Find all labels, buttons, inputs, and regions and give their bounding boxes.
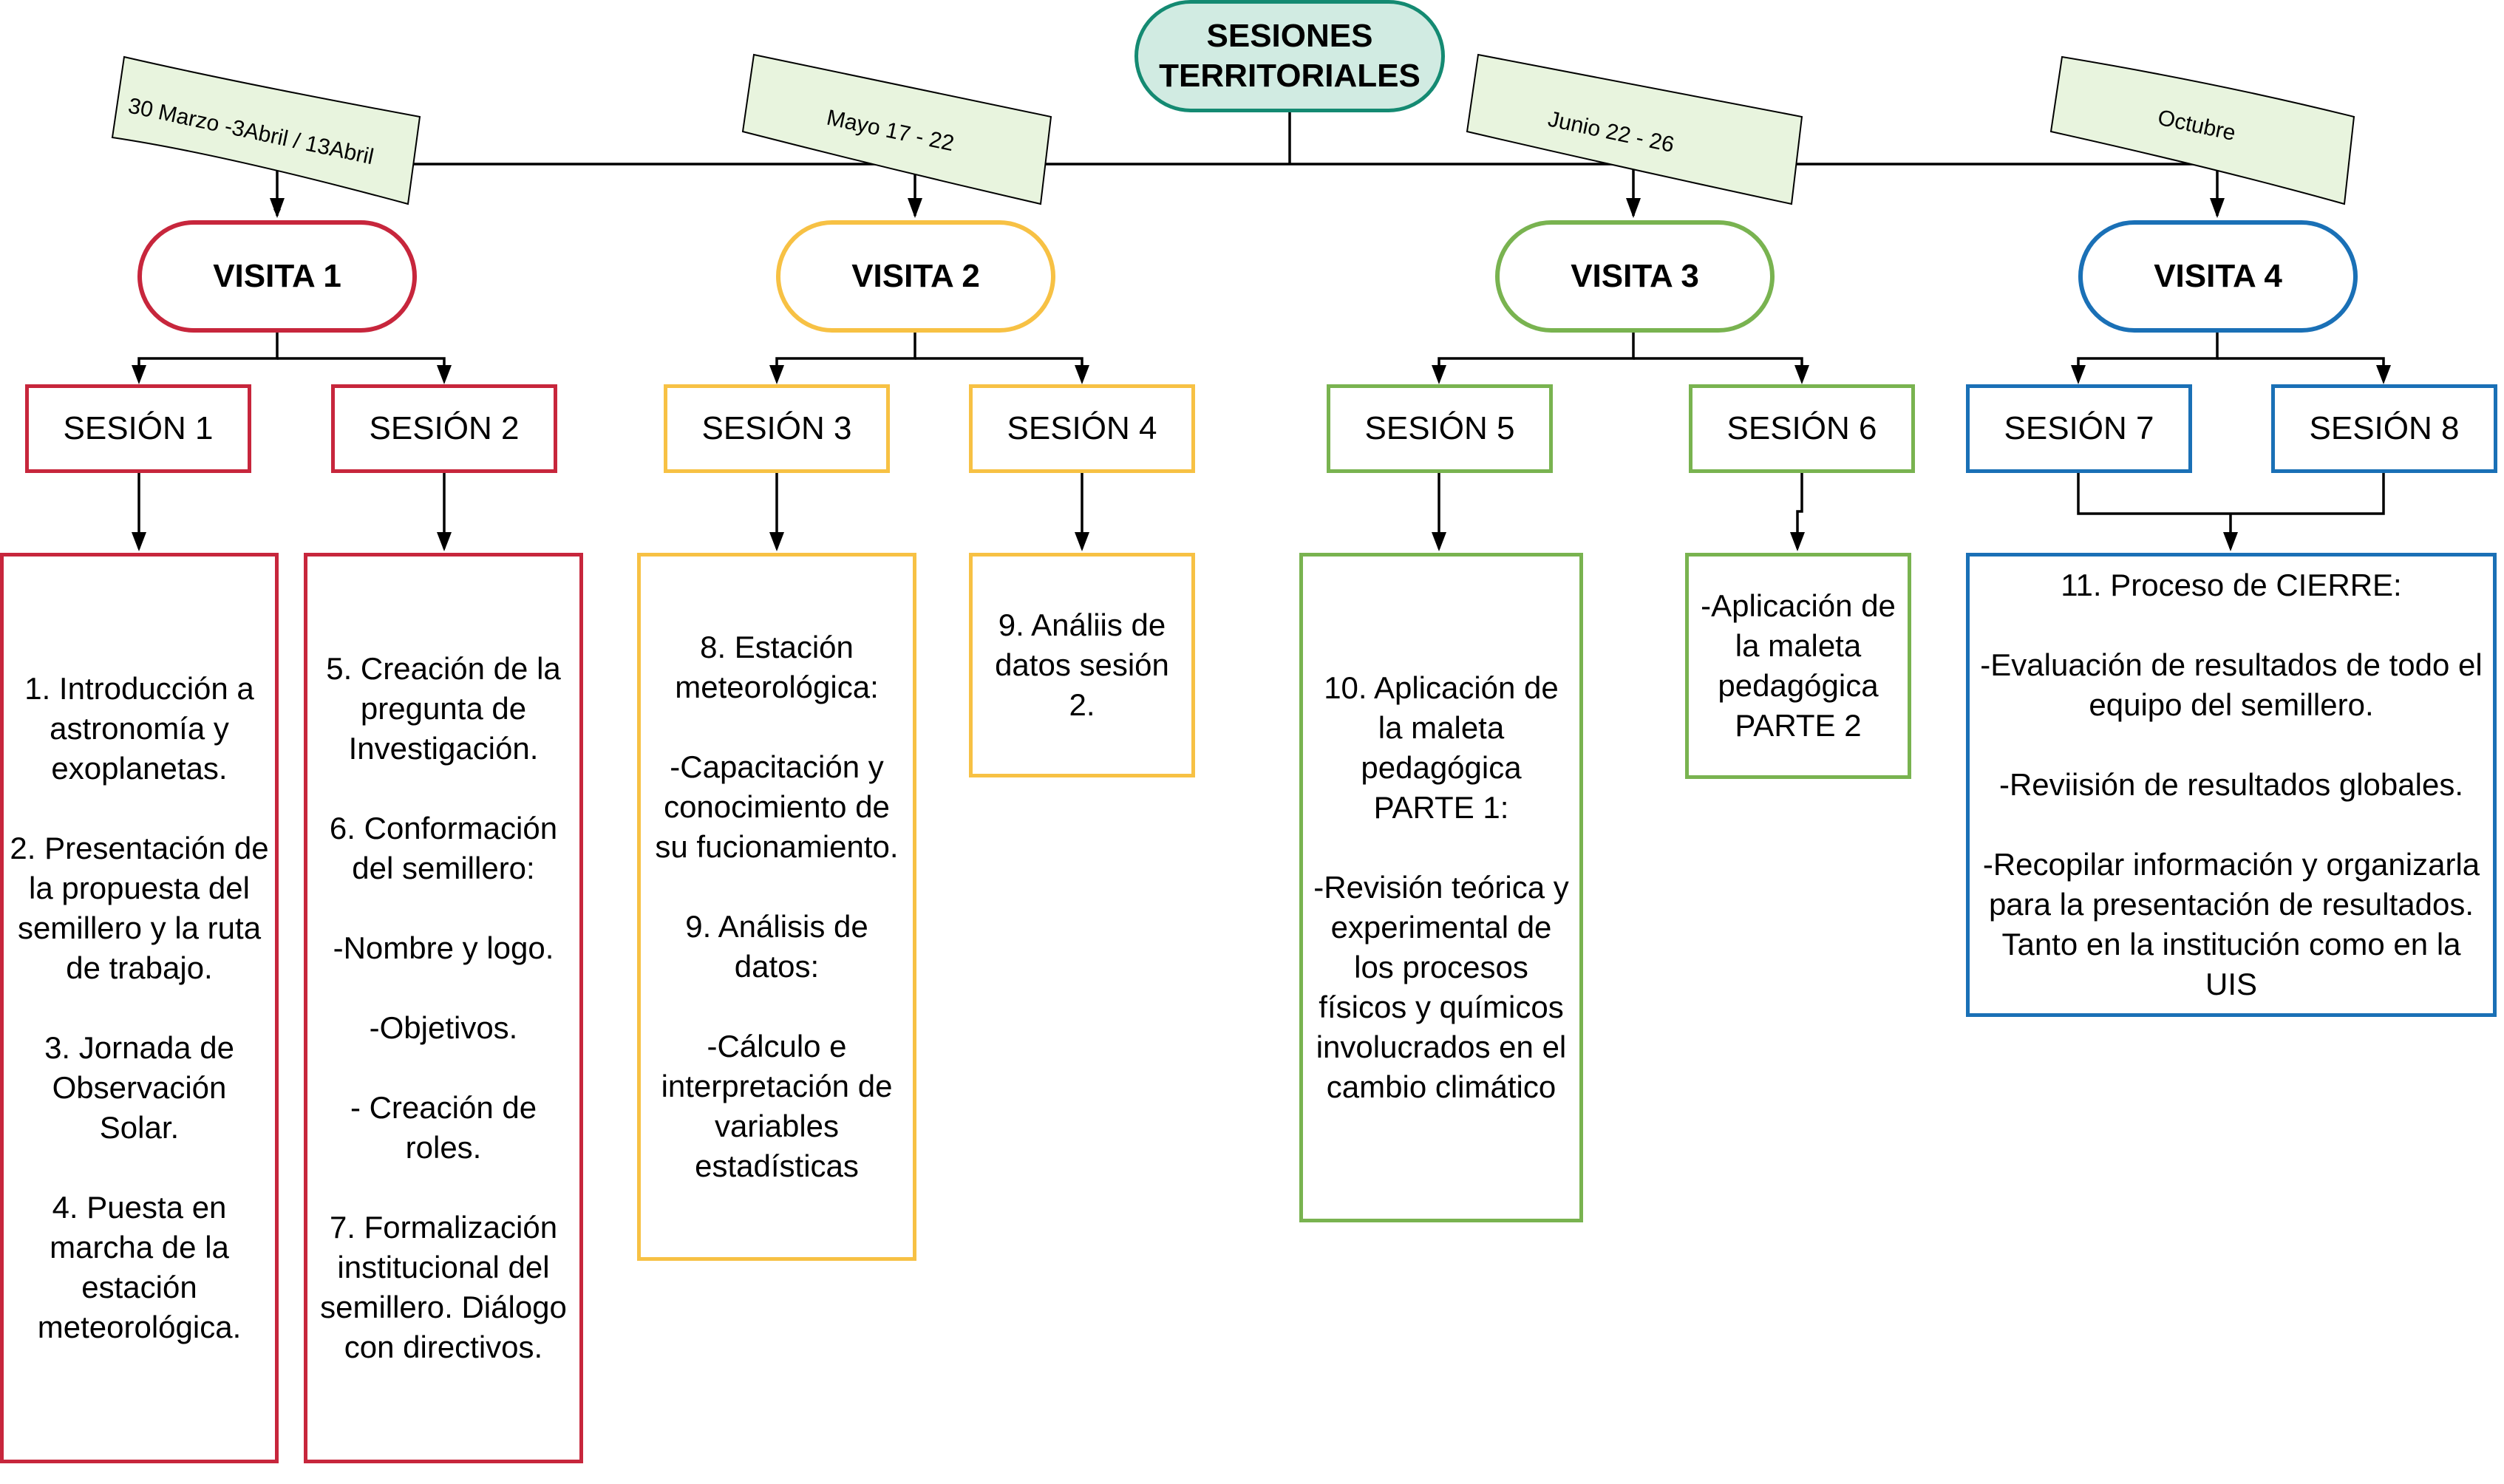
session-6-label: SESIÓN 6 — [1726, 410, 1877, 446]
visit-1-label: VISITA 1 — [213, 258, 341, 294]
session-3-label: SESIÓN 3 — [701, 410, 852, 446]
session-2-node: SESIÓN 2 — [331, 384, 557, 473]
session-2-label: SESIÓN 2 — [369, 410, 520, 446]
date-flag-shape-2 — [741, 53, 1052, 205]
visit-2-label: VISITA 2 — [851, 258, 980, 294]
session-1-content-text: 1. Introducción a astronomía y exoplanet… — [10, 671, 269, 1344]
visit-2-node: VISITA 2 — [776, 220, 1055, 333]
session-1-content: 1. Introducción a astronomía y exoplanet… — [0, 553, 279, 1463]
date-flag-shape-3 — [1466, 53, 1803, 205]
session-5-content-text: 10. Aplicación de la maleta pedagógica P… — [1313, 670, 1569, 1104]
visit-4-label: VISITA 4 — [2154, 258, 2282, 294]
session-4-content-text: 9. Análiis de datos sesión 2. — [995, 607, 1169, 722]
session-7-node: SESIÓN 7 — [1966, 384, 2192, 473]
session-7-8-content-text: 11. Proceso de CIERRE: -Evaluación de re… — [1980, 568, 2483, 1001]
session-5-content: 10. Aplicación de la maleta pedagógica P… — [1299, 553, 1583, 1222]
session-3-content: 8. Estación meteorológica: -Capacitación… — [637, 553, 916, 1261]
session-3-node: SESIÓN 3 — [664, 384, 890, 473]
visit-4-node: VISITA 4 — [2078, 220, 2358, 333]
date-flag-shape-4 — [2049, 55, 2355, 205]
session-8-node: SESIÓN 8 — [2271, 384, 2497, 473]
session-8-label: SESIÓN 8 — [2309, 410, 2460, 446]
session-7-8-content: 11. Proceso de CIERRE: -Evaluación de re… — [1966, 553, 2497, 1017]
session-5-node: SESIÓN 5 — [1327, 384, 1553, 473]
session-7-label: SESIÓN 7 — [2004, 410, 2154, 446]
session-5-label: SESIÓN 5 — [1364, 410, 1515, 446]
session-4-content: 9. Análiis de datos sesión 2. — [969, 553, 1195, 777]
root-title: SESIONES TERRITORIALES — [1159, 18, 1421, 94]
visit-3-label: VISITA 3 — [1571, 258, 1699, 294]
session-3-content-text: 8. Estación meteorológica: -Capacitación… — [655, 630, 899, 1183]
session-6-content-text: -Aplicación de la maleta pedagógica PART… — [1701, 588, 1896, 743]
session-6-content: -Aplicación de la maleta pedagógica PART… — [1685, 553, 1911, 779]
visit-3-node: VISITA 3 — [1495, 220, 1775, 333]
session-6-node: SESIÓN 6 — [1689, 384, 1915, 473]
session-2-content-text: 5. Creación de la pregunta de Investigac… — [320, 651, 567, 1364]
session-4-label: SESIÓN 4 — [1007, 410, 1157, 446]
session-1-label: SESIÓN 1 — [63, 410, 214, 446]
date-flag-shape-1 — [111, 55, 421, 205]
root-node: SESIONES TERRITORIALES — [1134, 0, 1445, 112]
session-4-node: SESIÓN 4 — [969, 384, 1195, 473]
session-2-content: 5. Creación de la pregunta de Investigac… — [304, 553, 583, 1463]
visit-1-node: VISITA 1 — [137, 220, 417, 333]
session-1-node: SESIÓN 1 — [25, 384, 251, 473]
